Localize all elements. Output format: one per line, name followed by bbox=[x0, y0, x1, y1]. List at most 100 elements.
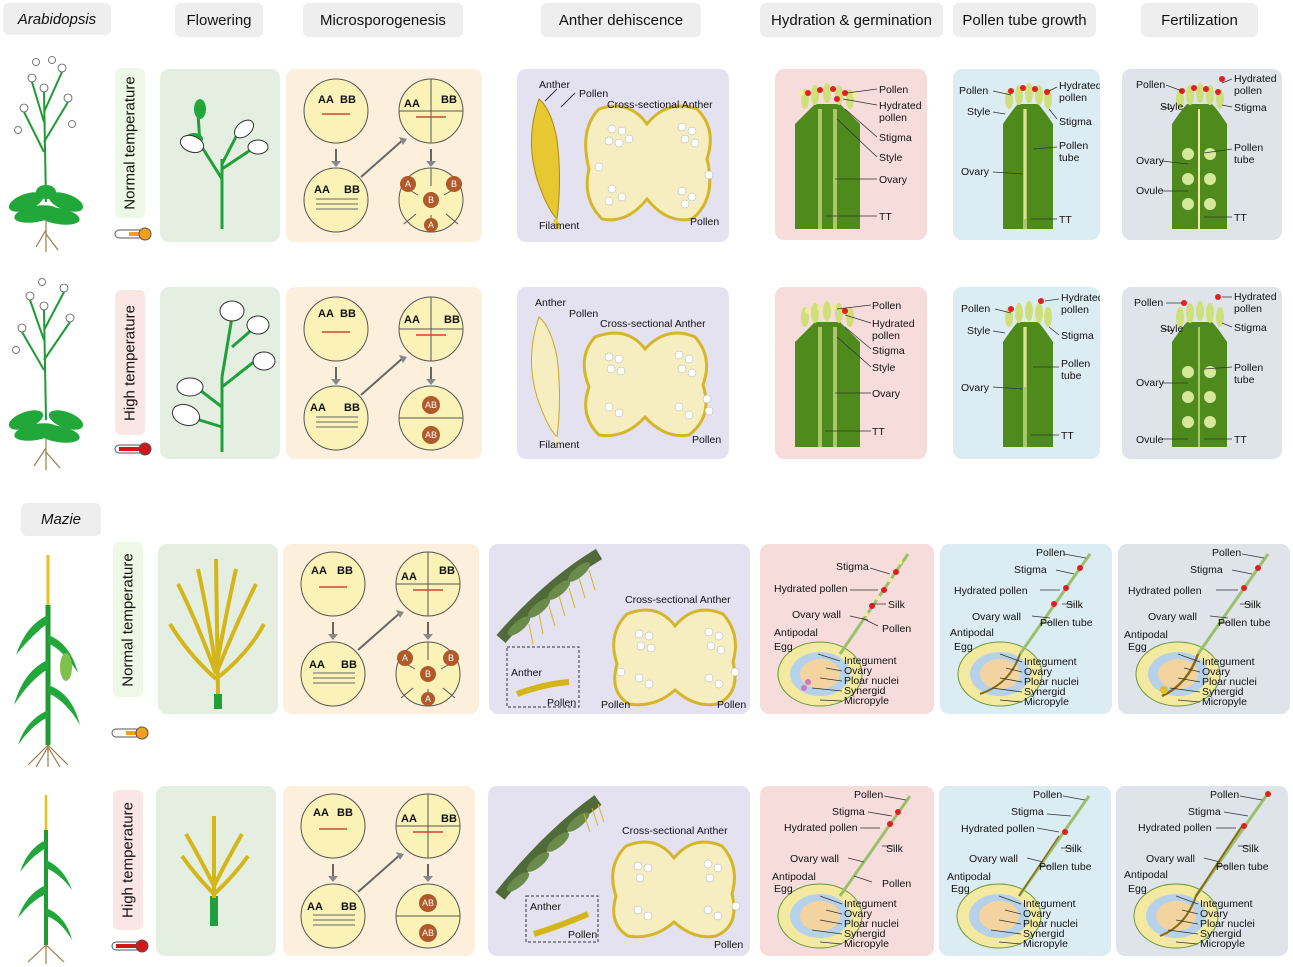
diagram-label: Pollen bbox=[882, 623, 911, 635]
diagram-label: Pollen bbox=[959, 85, 988, 97]
diagram-label: Integument bbox=[1202, 656, 1255, 668]
diagram-label: Hydrated pollen bbox=[774, 583, 848, 595]
diagram-label: Integument bbox=[844, 898, 897, 910]
diagram-label: Pollen bbox=[692, 434, 721, 446]
diagram-label: AA bbox=[310, 402, 326, 414]
diagram-label: Pollen tube bbox=[1216, 861, 1269, 873]
diagram-label: pollen bbox=[1234, 303, 1262, 315]
diagram-label: Stigma bbox=[1188, 806, 1221, 818]
diagram-label: Egg bbox=[774, 641, 793, 653]
diagram-label: Stigma bbox=[1190, 564, 1223, 576]
anther-dehiscence-panel: Cross-sectional Anther Anther Pollen Pol… bbox=[489, 544, 750, 714]
fertilization-panel: Pollen Stigma Hydrated pollen Silk Ovary… bbox=[1116, 786, 1288, 956]
anther-dehiscence-panel: Cross-sectional Anther Anther Pollen Pol… bbox=[488, 786, 750, 956]
diagram-label: A bbox=[405, 179, 411, 189]
diagram-label: BB bbox=[439, 565, 455, 577]
diagram-label: Silk bbox=[1065, 843, 1083, 855]
diagram-label: AB bbox=[425, 430, 437, 440]
diagram-label: BB bbox=[337, 565, 353, 577]
diagram-label: AA bbox=[313, 807, 329, 819]
diagram-label: Ovule bbox=[1136, 185, 1164, 197]
diagram-label: Hydrated bbox=[1061, 292, 1100, 304]
arabidopsis-plant-normal bbox=[8, 56, 84, 252]
diagram-label: Anther bbox=[535, 297, 566, 309]
hydration-germination-panel: Pollen Stigma Hydrated pollen Silk Ovary… bbox=[760, 786, 934, 956]
diagram-label: Synergid bbox=[1202, 686, 1244, 698]
diagram-label: AA bbox=[318, 94, 334, 106]
diagram-label: Stigma bbox=[872, 345, 905, 357]
diagram-label: Micropyle bbox=[1200, 938, 1245, 950]
diagram-label: Stigma bbox=[1011, 806, 1044, 818]
diagram-label: Micropyle bbox=[1202, 696, 1247, 708]
diagram-label: Synergid bbox=[1023, 928, 1065, 940]
diagram-label: Ovary wall bbox=[1146, 853, 1195, 865]
diagram-label: B bbox=[448, 653, 454, 663]
diagram-label: AB bbox=[422, 898, 434, 908]
diagram-label: BB bbox=[444, 314, 460, 326]
diagram-label: Ovary wall bbox=[790, 853, 839, 865]
diagram-label: Stigma bbox=[832, 806, 865, 818]
diagram-label: Style bbox=[879, 152, 903, 164]
diagram-label: Micropyle bbox=[1024, 696, 1069, 708]
diagram-label: Ovule bbox=[1136, 434, 1164, 446]
diagram-label: Ploar nuclei bbox=[844, 918, 899, 930]
diagram-label: Ploar nuclei bbox=[1023, 918, 1078, 930]
diagram-label: Pollen bbox=[879, 84, 908, 96]
diagram-label: pollen bbox=[1234, 85, 1262, 97]
diagram-label: AA bbox=[404, 98, 420, 110]
diagram-label: Style bbox=[967, 106, 991, 118]
diagram-label: Pollen bbox=[882, 878, 911, 890]
flowering-panel bbox=[160, 287, 280, 459]
diagram-label: Ploar nuclei bbox=[844, 675, 899, 687]
diagram-label: Ploar nuclei bbox=[1200, 918, 1255, 930]
diagram-label: Hydrated pollen bbox=[954, 585, 1028, 597]
diagram-label: BB bbox=[441, 813, 457, 825]
anther-dehiscence-panel: Anther Pollen Cross-sectional Anther Fil… bbox=[517, 287, 729, 459]
diagram-label: AA bbox=[309, 659, 325, 671]
fertilization-panel: Pollen Stigma Hydrated pollen Silk Ovary… bbox=[1118, 544, 1290, 714]
diagram-label: Ovary bbox=[844, 908, 873, 920]
diagram-label: Cross-sectional Anther bbox=[622, 825, 728, 837]
diagram-label: Ovary bbox=[961, 382, 990, 394]
header-fertilization: Fertilization bbox=[1141, 3, 1258, 37]
diagram-label: Ovary bbox=[872, 388, 901, 400]
diagram-label: BB bbox=[337, 807, 353, 819]
diagram-label: Egg bbox=[951, 883, 970, 895]
diagram-label: TT bbox=[1234, 434, 1247, 446]
thermometer-high-icon bbox=[111, 939, 149, 953]
row-label-high: High temperature bbox=[113, 790, 143, 930]
diagram-label: Stigma bbox=[1061, 330, 1094, 342]
diagram-label: Style bbox=[967, 325, 991, 337]
row-label-high: High temperature bbox=[115, 290, 145, 435]
diagram-label: Pollen bbox=[579, 88, 608, 100]
diagram-label: Silk bbox=[1244, 599, 1262, 611]
row-label-normal: Normal temperature bbox=[113, 542, 143, 697]
thermometer-normal-icon bbox=[111, 726, 149, 740]
diagram-label: Pollen bbox=[1210, 789, 1239, 801]
diagram-label: tube bbox=[1061, 370, 1082, 382]
anther-dehiscence-panel: Anther Pollen Cross-sectional Anther Fil… bbox=[517, 69, 729, 242]
diagram-label: Ovary bbox=[879, 174, 908, 186]
maize-plant-high bbox=[18, 795, 72, 964]
maize-plant-normal bbox=[14, 555, 80, 768]
diagram-label: Egg bbox=[954, 641, 973, 653]
diagram-label: Pollen bbox=[1061, 358, 1090, 370]
diagram-label: TT bbox=[1234, 212, 1247, 224]
diagram-label: Hydrated bbox=[1059, 80, 1100, 92]
diagram-label: AB bbox=[425, 400, 437, 410]
diagram-label: Integument bbox=[1024, 656, 1077, 668]
diagram-label: Micropyle bbox=[1023, 938, 1068, 950]
diagram-label: Antipodal bbox=[772, 871, 816, 883]
diagram-label: Silk bbox=[888, 599, 906, 611]
diagram-label: Pollen bbox=[1234, 142, 1263, 154]
diagram-label: Antipodal bbox=[1124, 629, 1168, 641]
diagram-label: Ovary bbox=[1200, 908, 1229, 920]
diagram-label: A bbox=[402, 653, 408, 663]
diagram-label: TT bbox=[1061, 430, 1074, 442]
diagram-label: pollen bbox=[1059, 92, 1087, 104]
